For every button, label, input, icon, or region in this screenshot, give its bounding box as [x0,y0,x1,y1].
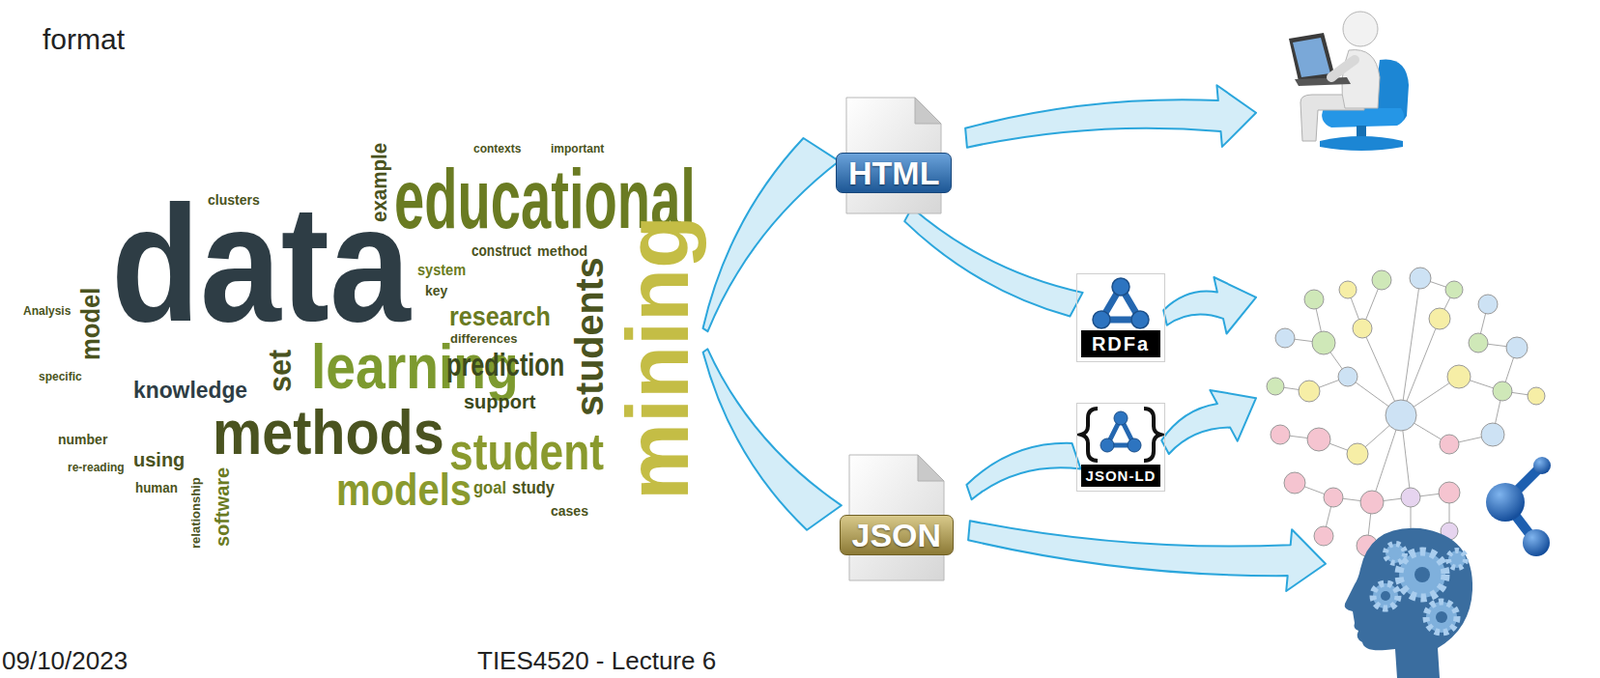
machine-mind [1325,514,1500,678]
word-cloud-term: mining [614,215,702,501]
word-cloud-term: students [570,257,609,417]
word-cloud-term: key [425,284,448,298]
word-cloud-term: example [369,142,391,223]
word-cloud-term: knowledge [133,378,248,402]
word-cloud-term: data [111,181,411,346]
word-cloud-term: student [449,425,604,478]
format-label: JSON-LD [1081,464,1161,487]
gear-head [1325,514,1500,678]
word-cloud: dataeducationalminingstudentslearningmet… [9,142,706,559]
rdfa-logo: RDFa [1076,273,1166,363]
word-cloud-term: system [417,262,466,279]
flow-arrow [703,348,842,530]
word-cloud-term: specific [38,371,83,383]
word-cloud-term: method [537,243,588,258]
json-document: JSON [824,454,970,582]
word-cloud-term: relationship [189,477,202,549]
flow-arrow [703,138,840,332]
format-label: RDFa [1081,330,1161,358]
word-cloud-term: methods [212,401,445,464]
slide-text: format [42,23,125,56]
word-cloud-term: model [77,287,105,361]
word-cloud-term: number [57,432,108,447]
word-cloud-term: models [336,467,472,513]
word-cloud-term: construct [471,243,532,259]
linked-data-graph [1256,260,1552,567]
word-cloud-term: Analysis [23,305,71,317]
flow-arrow [1163,277,1257,335]
linked-data-graph-art [1256,260,1552,567]
json-ld-logo: JSON-LD [1076,402,1166,492]
word-cloud-term: cases [550,504,589,518]
word-cloud-term: clusters [207,193,260,207]
html-document: HTML [821,96,967,215]
word-cloud-term: important [550,142,604,155]
word-cloud-term: re-reading [67,461,125,474]
footer-text: TIES4520 - Lecture 6 [477,647,716,676]
flow-arrow [965,85,1257,148]
format-label: HTML [835,152,952,194]
word-cloud-term: support [463,392,536,412]
word-cloud-term: differences [450,332,517,345]
human-user [1256,0,1421,155]
user-at-laptop [1256,0,1421,155]
word-cloud-term: set [262,349,296,393]
word-cloud-term: goal [473,479,507,497]
word-cloud-term: human [135,481,178,495]
word-cloud-term: using [133,450,185,470]
word-cloud-term: research [449,303,551,331]
format-label: JSON [839,514,955,556]
footer-text: 09/10/2023 [1,647,128,676]
word-cloud-term: prediction [446,347,565,381]
word-cloud-term: contexts [473,142,521,155]
flow-arrow [968,520,1326,592]
flow-arrow [904,207,1083,317]
word-cloud-term: study [512,479,555,497]
flow-arrow [966,443,1081,500]
flow-arrow [1161,390,1257,455]
word-cloud-term: software [212,467,232,547]
